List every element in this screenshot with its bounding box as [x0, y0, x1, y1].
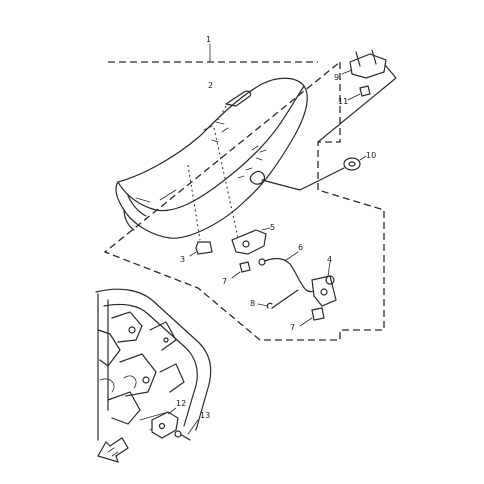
nut-part-7-lower	[299, 307, 325, 327]
joint-part-9	[317, 49, 397, 143]
callout-10: 10	[366, 151, 376, 160]
callout-7-lower: 7	[290, 323, 295, 332]
washer-part-11	[347, 85, 371, 101]
cable-end	[258, 258, 266, 266]
bolt-part-13	[174, 419, 199, 441]
bracket-part-12	[151, 407, 179, 439]
callout-3: 3	[180, 255, 185, 264]
assembly-boundary	[103, 60, 385, 341]
callout-13: 13	[200, 411, 210, 420]
callout-12: 12	[176, 399, 186, 408]
front-direction-arrow-icon	[97, 437, 129, 463]
nut-part-3	[189, 241, 213, 257]
guide-line-5	[213, 127, 239, 239]
grommet-part-10	[261, 155, 367, 191]
callout-7-upper: 7	[222, 277, 227, 286]
callout-4: 4	[327, 255, 332, 264]
nut-part-7-upper	[231, 261, 251, 279]
bracket-part-5	[231, 227, 271, 255]
frame	[95, 288, 212, 441]
callout-6: 6	[298, 243, 303, 252]
pin-part-8	[257, 289, 299, 309]
callout-8: 8	[250, 299, 255, 308]
callout-2: 2	[208, 81, 213, 90]
callout-9: 9	[334, 73, 339, 82]
callout-1: 1	[206, 35, 211, 44]
callout-11: 11	[338, 97, 348, 106]
lock-part-4	[311, 261, 337, 307]
callout-5: 5	[270, 223, 275, 232]
seat	[115, 77, 308, 239]
